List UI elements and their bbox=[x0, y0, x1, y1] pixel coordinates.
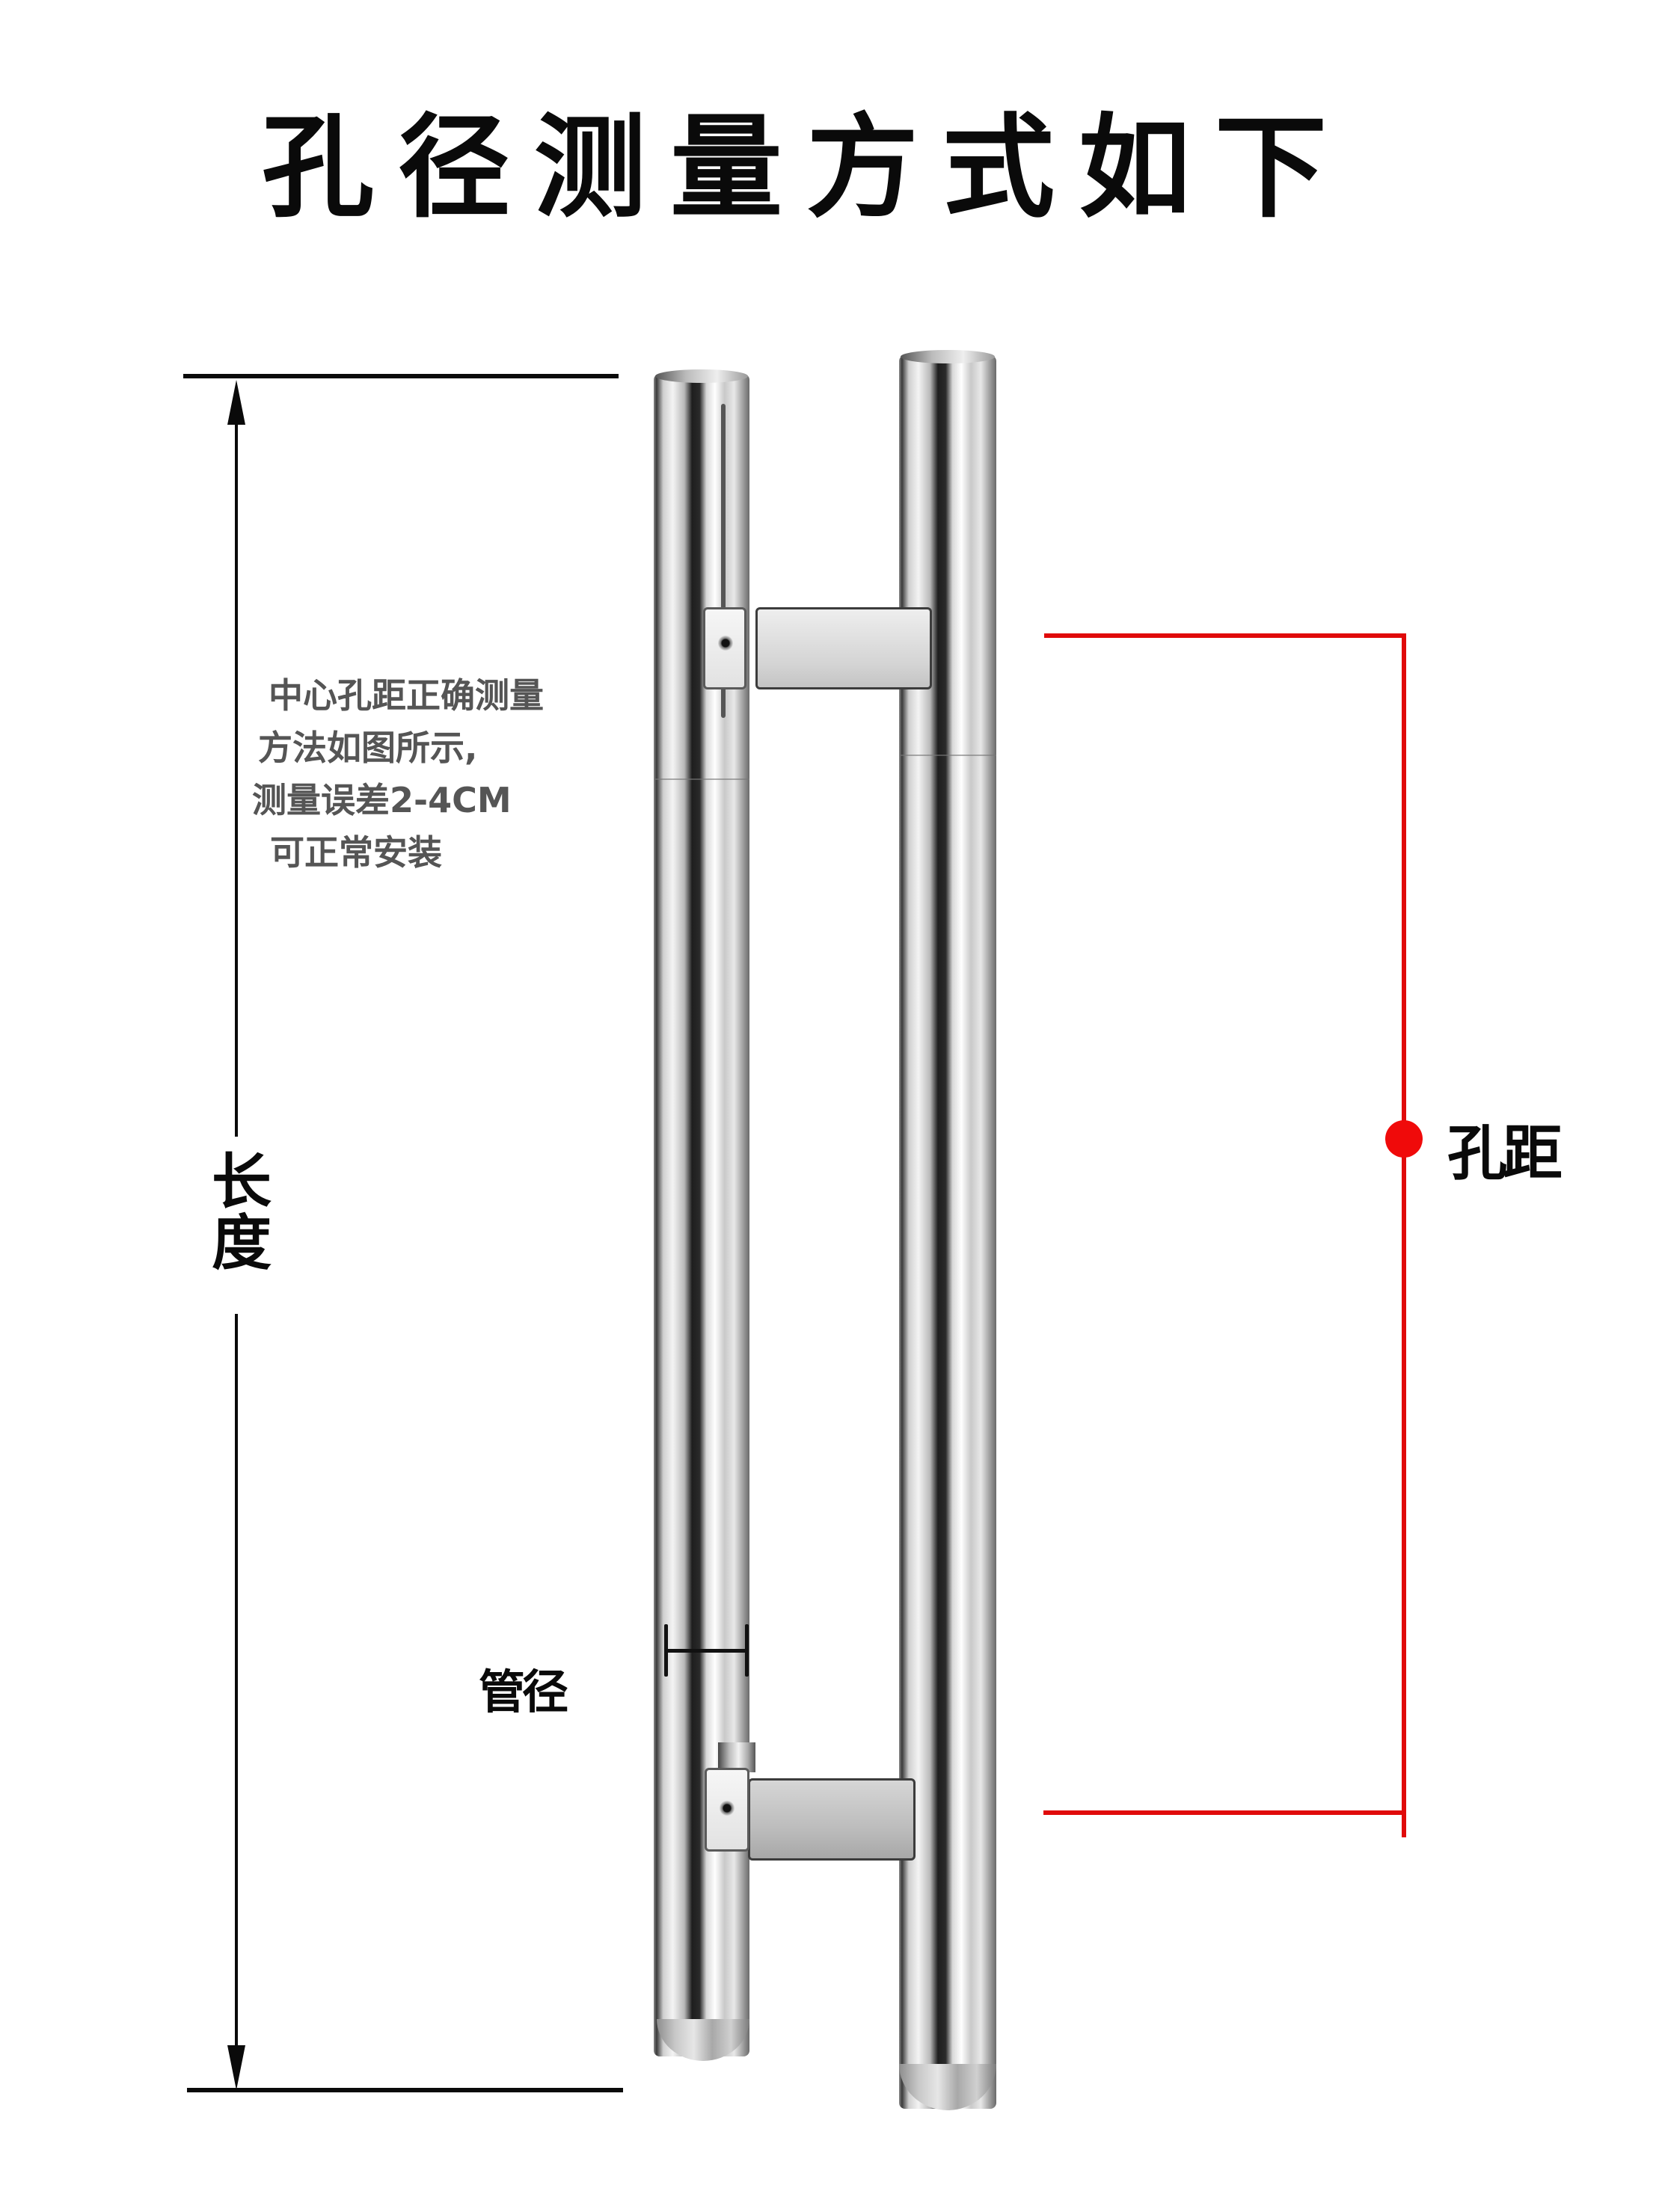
note-line-2: 方法如图所示, bbox=[258, 728, 478, 768]
hole-distance-bottom-line bbox=[1043, 1810, 1406, 1815]
hole-distance-top-line bbox=[1044, 633, 1406, 638]
length-bottom-line bbox=[187, 2088, 623, 2092]
left-tube-seam bbox=[655, 778, 749, 780]
pipe-diameter-mark-right bbox=[745, 1624, 749, 1677]
length-arrow-up-icon bbox=[227, 380, 245, 425]
length-line-upper bbox=[235, 419, 238, 1137]
left-tube-cap bbox=[655, 369, 748, 383]
left-tube-slot bbox=[721, 404, 726, 718]
top-bracket-arm bbox=[755, 607, 932, 689]
bottom-bracket-screw-icon bbox=[720, 1801, 735, 1816]
length-line-lower bbox=[235, 1314, 238, 2054]
right-tube-seam bbox=[901, 755, 996, 756]
hole-distance-dot-icon bbox=[1385, 1120, 1423, 1158]
note-line-1: 中心孔距正确测量 bbox=[269, 675, 544, 716]
right-tube-cap bbox=[901, 350, 995, 363]
length-label: 长 度 bbox=[212, 1147, 272, 1278]
length-top-line bbox=[183, 374, 619, 378]
note-line-4: 可正常安装 bbox=[270, 832, 442, 873]
hole-distance-vertical-line bbox=[1402, 633, 1406, 1837]
note-line-3: 测量误差2-4CM bbox=[252, 780, 512, 820]
measurement-note: 中心孔距正确测量 方法如图所示, 测量误差2-4CM 可正常安装 bbox=[252, 669, 647, 879]
bottom-bracket-arm bbox=[748, 1778, 916, 1861]
hole-distance-label: 孔距 bbox=[1447, 1119, 1563, 1188]
pipe-diameter-mark-bar bbox=[666, 1649, 746, 1653]
pipe-diameter-label: 管径 bbox=[479, 1665, 568, 1719]
page-title: 孔径测量方式如下 bbox=[262, 103, 1352, 233]
bottom-bracket-post bbox=[718, 1742, 755, 1772]
top-bracket-screw-icon bbox=[718, 636, 733, 651]
length-arrow-down-icon bbox=[227, 2045, 245, 2090]
